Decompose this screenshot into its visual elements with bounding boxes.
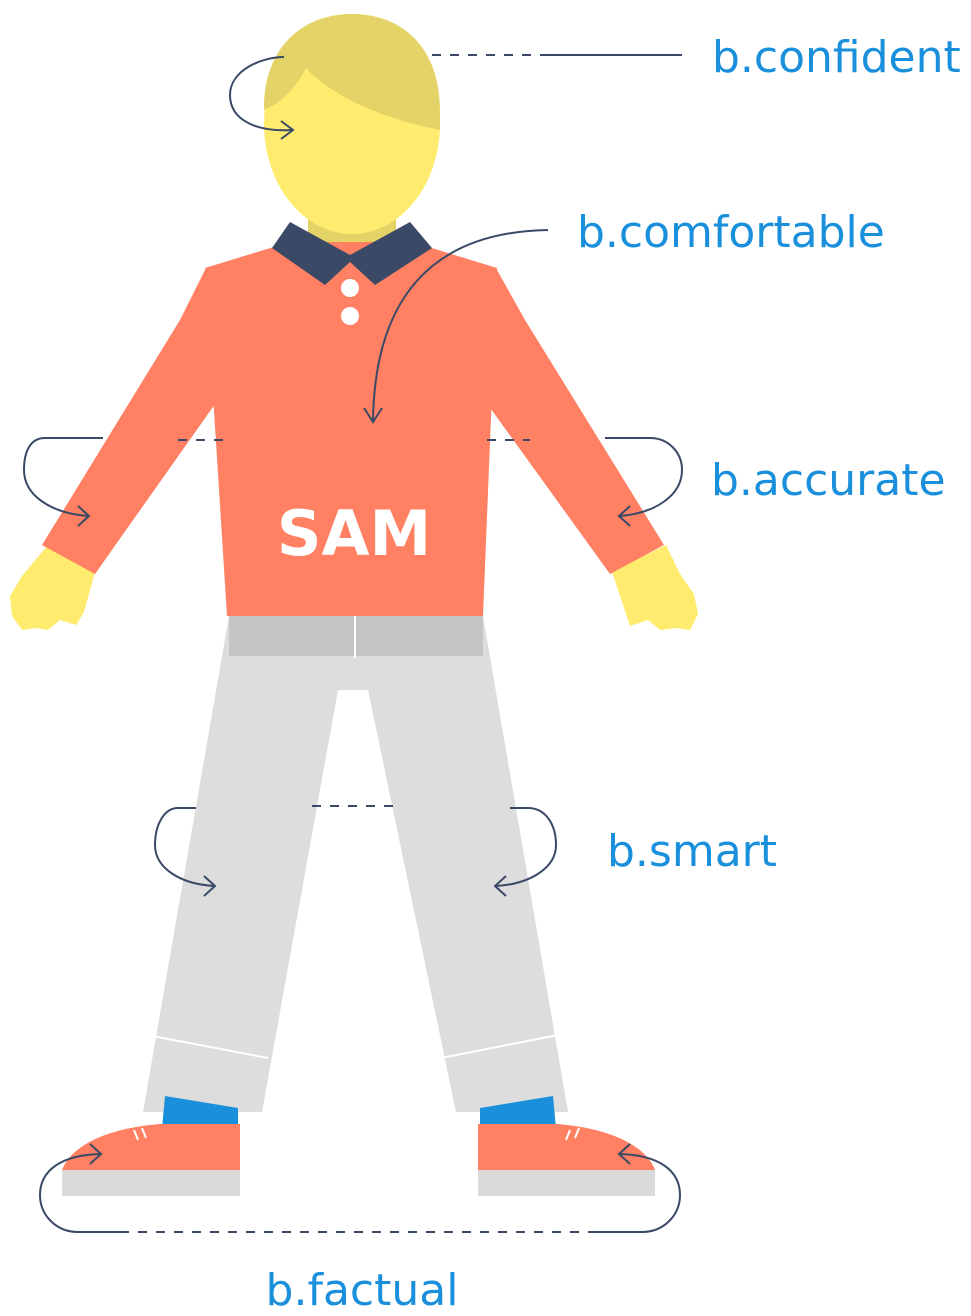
- left-shoe-upper: [62, 1124, 240, 1172]
- right-shoe-upper: [478, 1124, 655, 1172]
- label-smart: b.smart: [607, 826, 777, 877]
- right-sleeve: [470, 270, 664, 574]
- left-shoe-sole: [62, 1170, 240, 1196]
- pants: [143, 616, 568, 1112]
- right-shoe: [478, 1124, 655, 1196]
- right-shoe-sole: [478, 1170, 655, 1196]
- label-comfortable: b.comfortable: [577, 207, 885, 258]
- left-shoe: [62, 1124, 240, 1196]
- left-sleeve: [42, 270, 232, 574]
- label-accurate: b.accurate: [711, 455, 946, 506]
- shirt-name: SAM: [277, 497, 431, 570]
- pants-shape: [143, 616, 568, 1112]
- shirt-button-top: [341, 279, 359, 297]
- shirt-button-bottom: [341, 307, 359, 325]
- shirt: SAM: [42, 222, 664, 616]
- label-factual: b.factual: [266, 1265, 459, 1312]
- label-confident: b.confident: [712, 32, 961, 83]
- head: [264, 14, 440, 234]
